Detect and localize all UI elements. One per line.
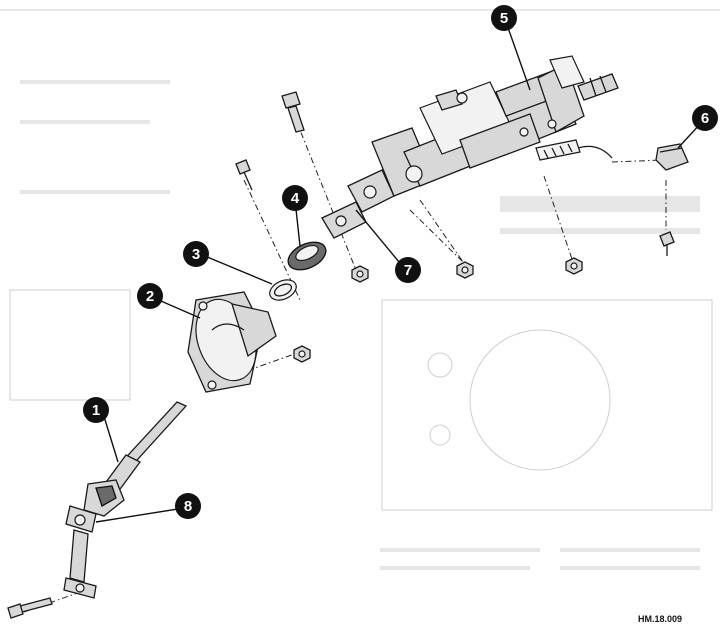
callout-leaders [95,21,703,523]
cover-cap [655,143,689,171]
lower-shaft [63,401,188,599]
callout-6-label: 6 [701,110,709,127]
figure-code: HM.18.009 [638,614,682,624]
upper-bolt [281,91,305,133]
callout-3: 3 [183,241,209,267]
callout-1-label: 1 [92,402,100,419]
callout-5-label: 5 [500,10,508,27]
callout-3-label: 3 [192,246,200,263]
callout-4: 4 [282,185,308,211]
column-nut-middle [456,261,474,279]
clamp-screw [235,159,253,191]
callout-7-label: 7 [404,262,412,279]
callout-7: 7 [395,257,421,283]
bulkhead-seal [187,291,277,393]
callout-2-label: 2 [146,288,154,305]
callout-5: 5 [491,5,517,31]
callout-8-label: 8 [184,498,192,515]
callout-2: 2 [137,283,163,309]
cap-screw [659,231,675,256]
background-ghost [0,9,720,570]
callout-1: 1 [83,397,109,423]
bearing-grommet [287,241,327,271]
callout-4-label: 4 [291,190,300,207]
callout-6: 6 [692,105,718,131]
clamp-ring [269,279,297,301]
pinch-bolt [7,597,53,619]
callout-8: 8 [175,493,201,519]
seal-nut [293,345,311,363]
steering-column [371,55,619,197]
column-nut-left [351,265,369,283]
column-nut-right [565,257,583,275]
